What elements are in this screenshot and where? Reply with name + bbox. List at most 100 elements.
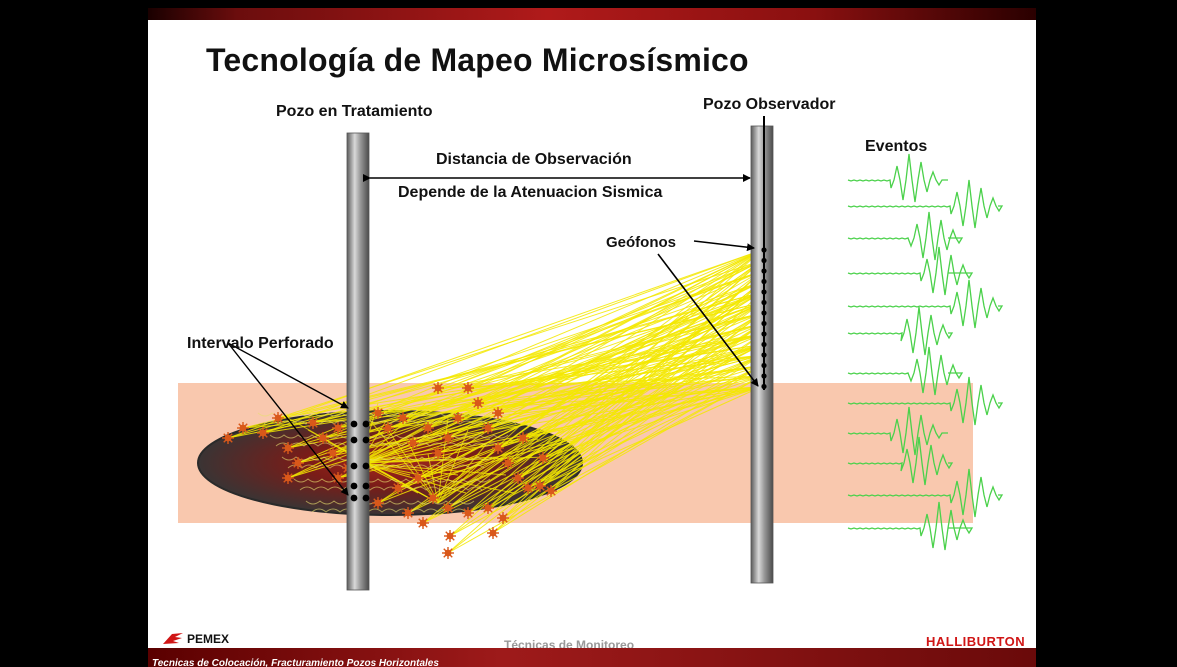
ray-path — [447, 270, 763, 554]
ray-path — [359, 438, 539, 464]
treatment-well-label: Pozo en Tratamiento — [276, 103, 433, 120]
ray-path — [397, 344, 763, 489]
ray-path — [437, 375, 763, 389]
microseismic-event — [492, 407, 504, 419]
microseismic-event — [452, 412, 464, 424]
ray-path — [332, 375, 763, 454]
event-core — [474, 399, 482, 407]
pemex-label: PEMEX — [187, 632, 230, 646]
microseismic-event — [512, 472, 524, 484]
event-core — [539, 454, 547, 462]
ray-path — [449, 365, 763, 537]
ray-path — [497, 281, 763, 414]
waveform-trace — [847, 246, 974, 296]
microseismic-event — [382, 422, 394, 434]
event-core — [494, 444, 502, 452]
microseismic-event — [492, 442, 504, 454]
ray-path — [432, 354, 763, 499]
waveform-trace — [847, 279, 1004, 329]
event-core — [464, 384, 472, 392]
geophone — [761, 268, 767, 274]
event-core — [374, 409, 382, 417]
waveform-trace — [847, 346, 964, 396]
microseismic-event — [407, 437, 419, 449]
microseismic-event — [462, 507, 474, 519]
microseismic-event — [422, 422, 434, 434]
event-core — [444, 434, 452, 442]
event-core — [409, 439, 417, 447]
ray-path — [359, 402, 475, 464]
ray-path — [397, 302, 763, 489]
microseismic-event — [397, 412, 409, 424]
microseismic-event — [372, 407, 384, 419]
ray-path — [477, 260, 763, 404]
perforation-hole — [350, 494, 358, 502]
ray-path — [449, 260, 763, 537]
event-core — [499, 514, 507, 522]
geophone — [761, 373, 767, 379]
perforation-hole — [350, 420, 358, 428]
waveform-trace — [847, 306, 954, 356]
event-core — [519, 434, 527, 442]
top-banner — [148, 8, 1036, 20]
event-core — [384, 424, 392, 432]
event-core — [294, 459, 302, 467]
microseismic-event — [444, 530, 456, 542]
geophone — [761, 278, 767, 285]
ray-path — [407, 260, 763, 514]
waveform-trace — [847, 179, 1004, 229]
ray-path — [447, 302, 763, 509]
microseismic-event — [432, 382, 444, 394]
microseismic-event — [257, 427, 269, 439]
slide: Tecnología de Mapeo Microsísmico — [148, 8, 1036, 667]
event-core — [514, 474, 522, 482]
interval-arrow-1 — [227, 342, 349, 409]
event-core — [274, 414, 282, 422]
fracture-trace — [287, 464, 485, 469]
fracture-trace — [275, 442, 501, 447]
ray-path — [407, 344, 763, 514]
microseismic-event — [487, 527, 499, 539]
geophone — [761, 341, 767, 348]
fracture-trace — [311, 508, 467, 513]
perforation-holes — [350, 420, 370, 502]
ray-path — [542, 344, 763, 459]
fracture-traces — [257, 412, 517, 513]
ray-path — [550, 375, 763, 492]
waveform-trace — [847, 501, 974, 551]
perforation-hole — [362, 420, 370, 428]
ray-path — [407, 302, 763, 514]
microseismic-event — [545, 485, 557, 497]
geophone — [761, 383, 767, 390]
fracture-trace — [263, 420, 517, 425]
ray-path — [437, 441, 489, 504]
ray-path — [522, 375, 763, 439]
microseismic-event — [412, 472, 424, 484]
ray-path — [359, 402, 427, 464]
ray-path — [437, 270, 763, 389]
microseismic-event — [402, 507, 414, 519]
ray-path — [402, 375, 763, 419]
ray-path — [492, 323, 763, 534]
fracture-trace — [299, 486, 483, 491]
event-core — [454, 414, 462, 422]
ray-path — [422, 249, 763, 524]
ray-path — [359, 438, 443, 464]
event-core — [434, 449, 442, 457]
microseismic-event — [442, 547, 454, 559]
event-core — [444, 504, 452, 512]
microseismic-event — [472, 397, 484, 409]
halliburton-brand: HALLIBURTON — [926, 634, 1026, 649]
treatment-well-pipe — [346, 132, 370, 591]
fracture-trace — [305, 500, 475, 505]
ray-path — [447, 260, 763, 509]
waveform-trace — [847, 153, 948, 203]
microseismic-event — [497, 512, 509, 524]
microseismic-diagram — [178, 116, 1004, 591]
event-core — [547, 487, 555, 495]
ray-path — [359, 456, 547, 464]
ray-path — [487, 365, 763, 509]
microseismic-event — [372, 497, 384, 509]
interval-arrow-2 — [227, 342, 349, 496]
event-core — [464, 509, 472, 517]
